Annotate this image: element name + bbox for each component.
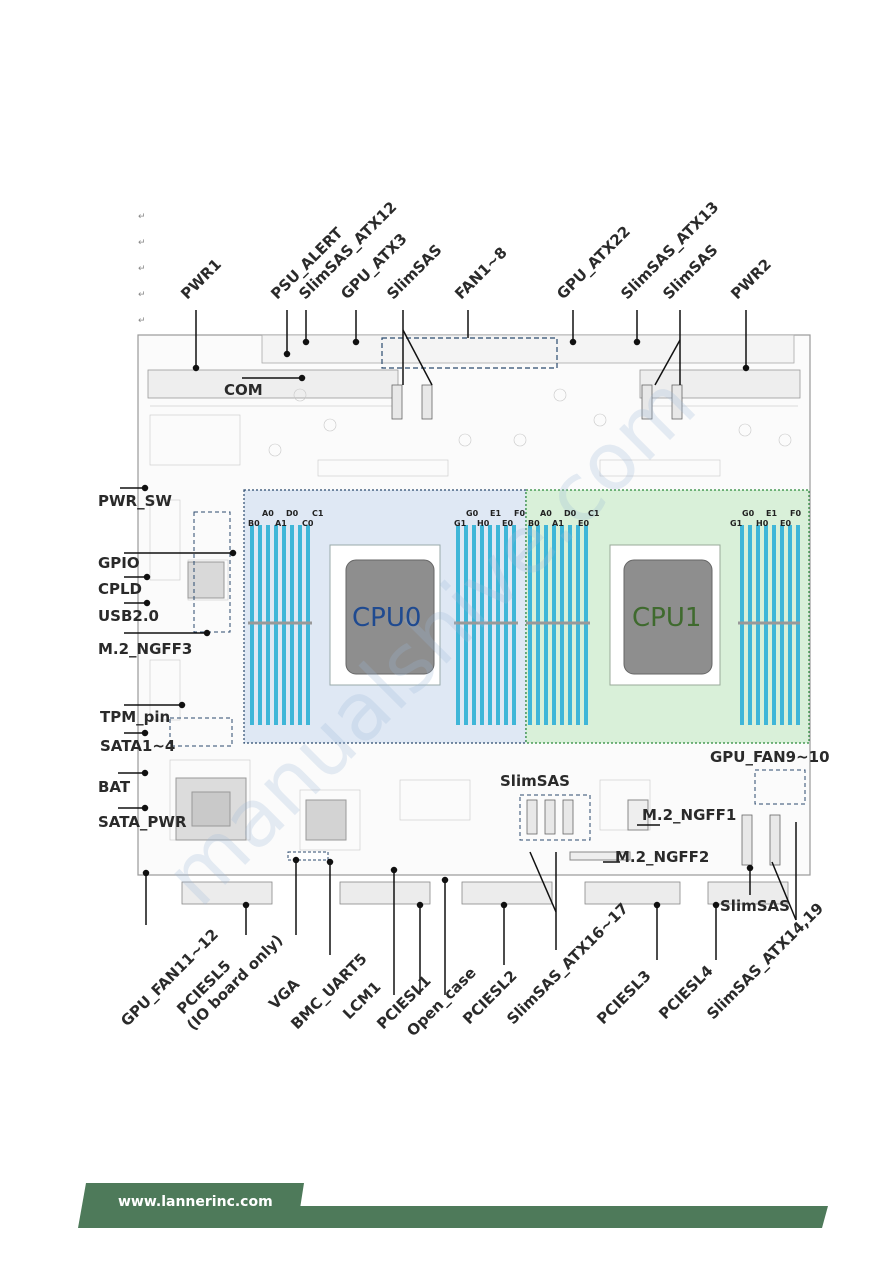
label-m2-ngff1: M.2_NGFF1 [642,806,737,824]
dimm-label: C1 [588,509,600,518]
m2-ngff2-slot [569,851,631,861]
pwr2-connector [639,369,801,399]
dimm-label: D0 [564,509,577,518]
dimm-label: B0 [528,519,540,528]
label-tpm-pin: TPM_pin [100,708,171,726]
chip-bmc-inner [191,791,231,827]
footer-url-tab-shape [78,1183,304,1228]
dimm-label: F0 [514,509,526,518]
label-pwr-sw: PWR_SW [98,492,172,510]
label-slimsas-right: SlimSAS [720,897,790,915]
chip-cpld [187,561,225,599]
return-mark: ↵ [138,316,146,326]
m2-ngff1-slot [627,799,649,831]
dimm-label: E1 [766,509,778,518]
dimm-label: D0 [286,509,299,518]
cpu1-die [623,559,713,675]
return-mark: ↵ [138,264,146,274]
cpu1-label: CPU1 [632,603,702,633]
label-m2-ngff2: M.2_NGFF2 [615,848,710,866]
footer-url[interactable]: www.lannerinc.com [118,1194,273,1210]
label-sata1-4: SATA1~4 [100,737,176,755]
label-bat: BAT [98,778,131,796]
label-slimsas-mid: SlimSAS [500,772,570,790]
board-top-edge [261,334,795,364]
dimm-label: H0 [477,519,490,528]
dimm-label: A0 [540,509,552,518]
dimm-label: G1 [730,519,743,528]
dimm-label: C0 [302,519,314,528]
label-gpu-fan9-10: GPU_FAN9~10 [710,748,830,766]
dimm-label: E0 [502,519,514,528]
return-mark: ↵ [138,238,146,248]
dimm-label: E1 [490,509,502,518]
fan-header-area [381,337,558,369]
dimm-label: C1 [312,509,324,518]
footer-band-shape [296,1206,828,1228]
dimm-label: A1 [552,519,564,528]
dimm-label: H0 [756,519,769,528]
dimm-label: F0 [790,509,802,518]
cpu0-label: CPU0 [352,603,422,633]
return-mark: ↵ [138,212,146,222]
label-com: COM [224,381,263,399]
pwr1-connector [147,369,399,399]
dimm-label: G0 [742,509,755,518]
dimm-label: E0 [578,519,590,528]
gpu-fan-9-10-dashed [754,769,806,805]
dimm-label: G1 [454,519,467,528]
cpu0-die [345,559,435,675]
vga-header [287,851,329,861]
dimm-label: B0 [248,519,260,528]
dimm-label: E0 [780,519,792,528]
dimm-label: A1 [275,519,287,528]
slimsas-mid-dashed [519,794,591,841]
gpio-dashed [193,511,231,633]
label-m2-ngff3: M.2_NGFF3 [98,640,193,658]
label-gpio: GPIO [98,554,140,572]
label-usb2: USB2.0 [98,607,159,625]
label-cpld: CPLD [98,580,143,598]
label-sata-pwr: SATA_PWR [98,813,187,831]
chip-pch [305,799,347,841]
sata-dashed [169,717,233,747]
return-mark: ↵ [138,290,146,300]
dimm-label: A0 [262,509,274,518]
dimm-label: G0 [466,509,479,518]
